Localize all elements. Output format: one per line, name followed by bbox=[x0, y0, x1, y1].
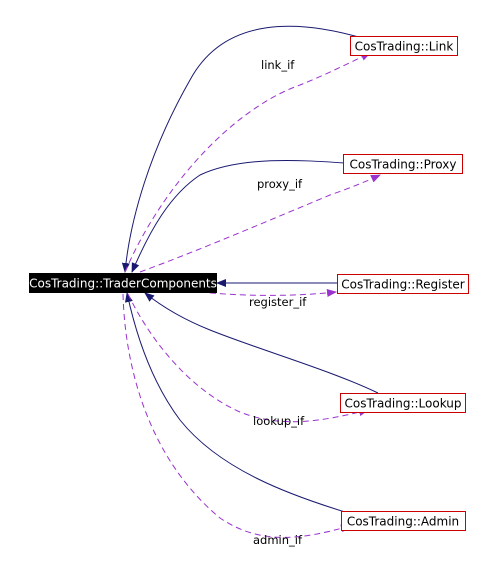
edge-link-inherit bbox=[121, 25, 363, 273]
node-lookup[interactable]: CosTrading::Lookup bbox=[340, 393, 466, 413]
node-admin[interactable]: CosTrading::Admin bbox=[341, 511, 466, 531]
node-link[interactable]: CosTrading::Link bbox=[350, 36, 458, 56]
edge-label-register: register_if bbox=[249, 295, 307, 309]
edge-label-admin: admin_if bbox=[253, 533, 303, 547]
edge-labels: link_if proxy_if register_if lookup_if a… bbox=[249, 58, 307, 547]
node-lookup-label: CosTrading::Lookup bbox=[344, 397, 461, 411]
edge-lookup-usage bbox=[127, 293, 369, 423]
edge-label-lookup: lookup_if bbox=[253, 414, 305, 428]
node-proxy[interactable]: CosTrading::Proxy bbox=[343, 154, 463, 174]
node-admin-label: CosTrading::Admin bbox=[347, 515, 459, 529]
node-register-label: CosTrading::Register bbox=[341, 278, 465, 292]
edge-register-usage bbox=[199, 288, 337, 297]
edge-link-usage bbox=[124, 52, 371, 273]
inheritance-edges bbox=[121, 25, 379, 513]
usage-edges bbox=[122, 52, 381, 538]
edge-admin-inherit bbox=[124, 292, 346, 513]
node-trader-components-label: CosTrading::TraderComponents bbox=[29, 277, 217, 291]
edge-proxy-inherit bbox=[131, 159, 346, 273]
node-proxy-label: CosTrading::Proxy bbox=[350, 158, 457, 172]
node-register[interactable]: CosTrading::Register bbox=[337, 274, 469, 294]
node-trader-components[interactable]: CosTrading::TraderComponents bbox=[29, 273, 217, 293]
edge-proxy-usage bbox=[139, 174, 381, 273]
edge-lookup-inherit bbox=[144, 292, 379, 394]
edge-admin-usage bbox=[122, 293, 351, 538]
edge-label-link: link_if bbox=[261, 58, 295, 72]
node-link-label: CosTrading::Link bbox=[355, 40, 454, 54]
edge-label-proxy: proxy_if bbox=[257, 177, 303, 191]
